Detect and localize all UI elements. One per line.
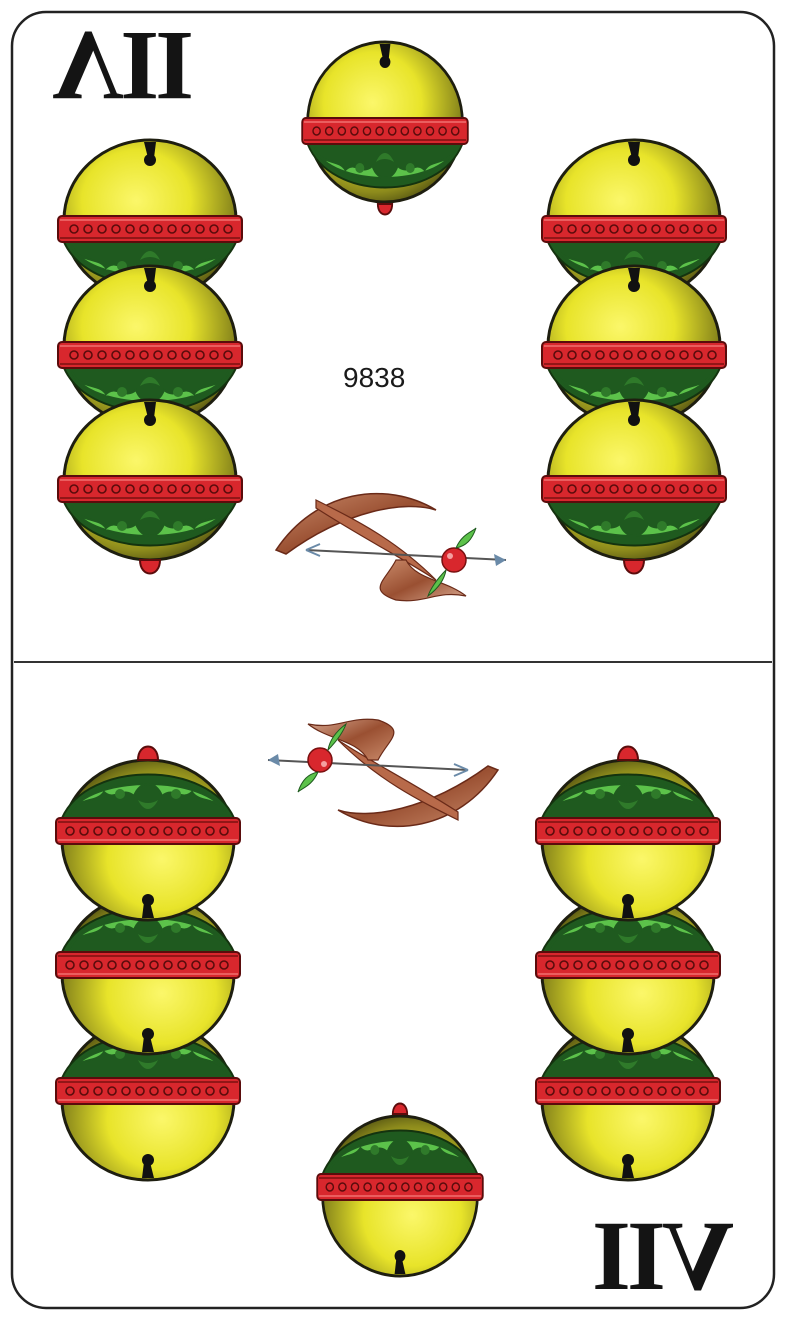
serial-number: 9838 [343, 362, 406, 393]
bell-pip-bottom-right-3 [534, 745, 722, 922]
crossbow-emblem-bottom [267, 718, 499, 828]
card-border [10, 10, 776, 1310]
rank-label-bottom: VII [595, 1200, 734, 1311]
rank-label-top: VII [52, 11, 191, 122]
bell-pip-top-center [300, 40, 470, 216]
bell-pip-top-left-3 [56, 398, 244, 575]
bell-pip-bottom-center [315, 1102, 485, 1278]
bell-pip-top-right-3 [540, 398, 728, 575]
crossbow-emblem-top [275, 492, 507, 602]
bell-pip-bottom-left-3 [54, 745, 242, 922]
